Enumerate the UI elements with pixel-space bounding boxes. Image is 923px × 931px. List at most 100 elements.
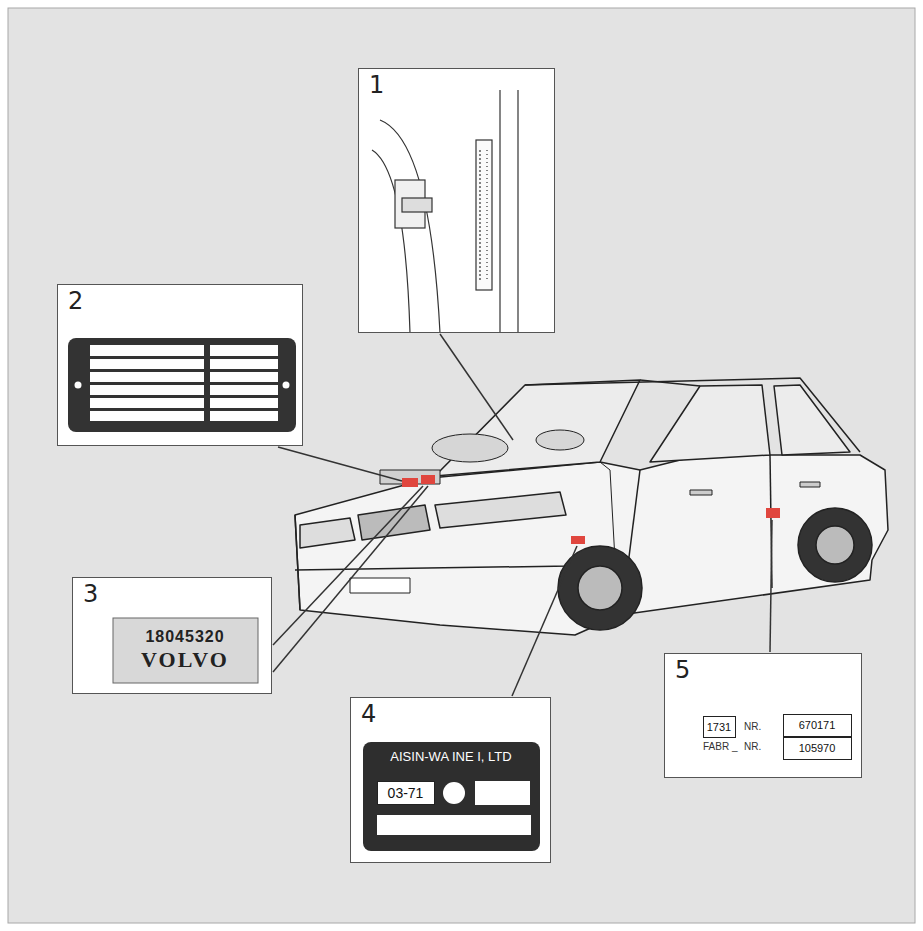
plate-text: 1731 xyxy=(707,721,731,733)
type-plate xyxy=(283,382,290,389)
car-illustration xyxy=(640,380,700,386)
gearbox-plate xyxy=(443,782,465,804)
gearbox-plate xyxy=(363,742,540,851)
field-label: FABR _ xyxy=(703,741,737,752)
door-pillar-detail xyxy=(380,120,440,333)
engine-plate xyxy=(113,618,258,683)
gearbox-plate xyxy=(475,781,530,805)
gearbox-plate xyxy=(377,815,531,835)
type-plate xyxy=(210,411,278,421)
plate-text: 18045320 xyxy=(145,627,224,647)
plate-text: 670171 xyxy=(799,719,836,731)
door-pillar-detail xyxy=(476,140,492,290)
door-pillar-detail xyxy=(479,150,480,280)
leader-line xyxy=(440,334,513,440)
plate-text: 105970 xyxy=(799,742,836,754)
car-illustration xyxy=(558,546,642,630)
car-illustration xyxy=(578,566,622,610)
type-plate xyxy=(210,398,278,408)
callout-panel: 4AISIN-WA INE I, LTD 03-71 xyxy=(350,697,551,863)
gearbox-plate: AISIN-WA INE I, LTD 03-71 xyxy=(363,742,540,851)
leader-line xyxy=(273,486,423,645)
leader-line xyxy=(278,447,402,481)
callout-panel-ground xyxy=(57,68,862,863)
type-plate xyxy=(68,338,296,432)
car-illustration xyxy=(295,556,605,570)
number-box: 1731 xyxy=(703,716,736,738)
plate-location-marker xyxy=(402,478,418,487)
gearbox-plate xyxy=(363,742,540,851)
background-frame xyxy=(8,8,915,923)
car-illustration xyxy=(358,505,430,540)
car-illustration xyxy=(816,526,854,564)
callout-number: 5 xyxy=(675,656,690,684)
callout-number: 1 xyxy=(369,71,384,99)
callout-panel-ground xyxy=(57,284,303,446)
type-plate xyxy=(210,359,278,369)
engine-plate xyxy=(113,618,258,683)
number-box: 105970 xyxy=(783,737,852,760)
leader-line xyxy=(770,520,772,652)
plate-location-marker xyxy=(571,536,585,544)
car-illustration xyxy=(295,378,888,635)
car-illustration xyxy=(295,455,888,635)
type-plate xyxy=(90,372,204,382)
car-illustration xyxy=(432,434,508,462)
type-plate xyxy=(90,345,278,421)
car-illustration xyxy=(600,462,615,560)
callout-panel: 2 xyxy=(57,284,303,446)
callout-number: 3 xyxy=(83,580,98,608)
callout-panel-ground xyxy=(358,68,555,333)
car-illustration xyxy=(536,430,584,450)
plate-location-marker xyxy=(421,475,435,484)
car-illustration xyxy=(295,515,300,610)
callout-panel-ground xyxy=(350,697,551,863)
type-plate xyxy=(68,338,296,432)
door-pillar-detail xyxy=(402,198,432,212)
callout-panel: 3 18045320VOLVO xyxy=(72,577,272,694)
type-plate xyxy=(90,359,204,369)
callout-panel: 1 xyxy=(358,68,555,333)
number-box: 670171 xyxy=(783,714,852,737)
car-illustration xyxy=(798,508,872,582)
background-frame xyxy=(8,8,915,923)
car-illustration xyxy=(350,578,410,593)
door-pillar-detail xyxy=(372,150,410,333)
door-pillar-detail xyxy=(499,90,500,333)
callout-panel-ground xyxy=(72,577,272,694)
type-plate xyxy=(75,382,82,389)
type-plate xyxy=(90,385,204,395)
car-illustration xyxy=(435,492,566,528)
car-illustration xyxy=(300,518,355,548)
leader-line xyxy=(273,334,772,696)
leader-line xyxy=(273,486,428,672)
plate-location-marker xyxy=(766,508,780,518)
plate-text: AISIN-WA INE I, LTD xyxy=(363,749,540,764)
type-plate xyxy=(90,345,204,356)
type-plate xyxy=(90,398,204,408)
field-label: NR. xyxy=(744,741,761,752)
door-pillar-detail xyxy=(372,90,518,333)
type-plate xyxy=(210,345,278,356)
callout-number: 4 xyxy=(361,700,376,728)
door-pillar-detail xyxy=(486,150,487,280)
callout-panel-ground xyxy=(664,653,862,778)
engine-number-plate: 18045320VOLVO xyxy=(113,618,258,683)
callout-number: 2 xyxy=(68,287,83,315)
callout-panel: 5 1731 670171 105970 xyxy=(664,653,862,778)
plate-text: VOLVO xyxy=(141,647,229,673)
model-number-box: 03-71 xyxy=(377,781,435,805)
field-label: NR. xyxy=(744,721,761,732)
car-illustration xyxy=(800,482,820,487)
leader-line xyxy=(512,546,577,696)
car-illustration xyxy=(650,385,770,462)
plate-text: 03-71 xyxy=(388,785,424,801)
car-illustration xyxy=(774,385,850,455)
type-plate xyxy=(210,372,278,382)
type-plate xyxy=(90,411,204,421)
car-illustration xyxy=(690,490,712,495)
plate-location-marker xyxy=(402,475,780,544)
door-pillar-detail xyxy=(517,90,518,333)
